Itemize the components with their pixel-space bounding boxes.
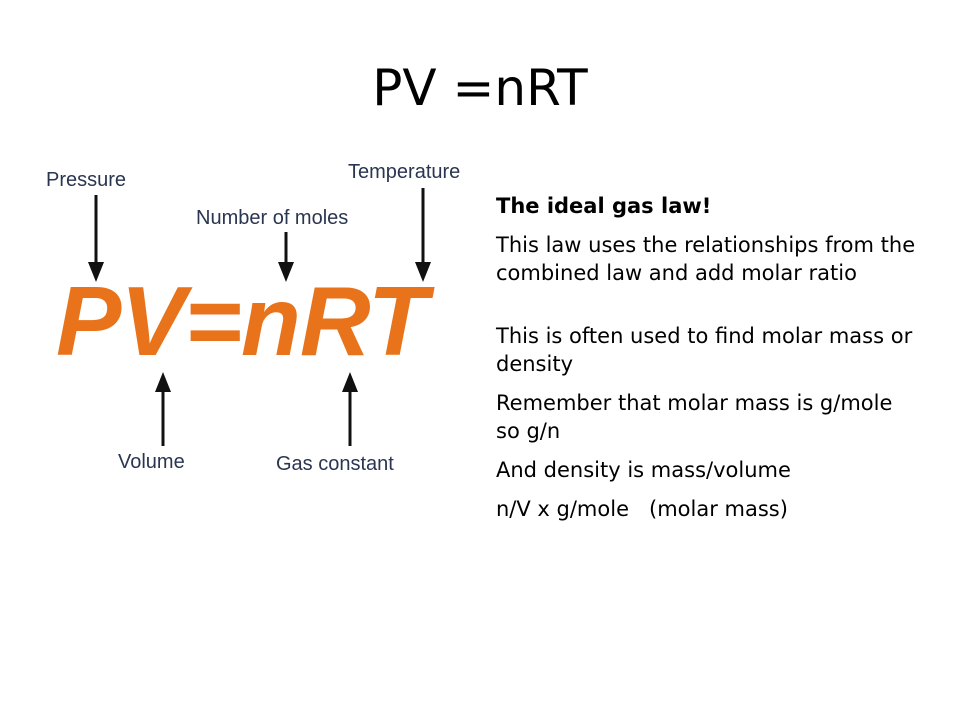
volume-arrowhead — [155, 372, 171, 392]
pressure-arrowhead — [88, 262, 104, 282]
pressure-label: Pressure — [46, 169, 127, 191]
ideal-gas-law-diagram: Pressure Temperature Number of moles Vol… — [38, 150, 488, 490]
body-paragraph: This law uses the relationships from the… — [496, 233, 916, 285]
gas-constant-label: Gas constant — [276, 453, 394, 475]
temperature-arrowhead — [415, 262, 431, 282]
volume-label: Volume — [118, 451, 185, 473]
body-paragraph: n/V x g/mole (molar mass) — [496, 497, 788, 521]
gas-constant-arrowhead — [342, 372, 358, 392]
moles-arrowhead — [278, 262, 294, 282]
moles-label: Number of moles — [196, 207, 349, 229]
body-heading: The ideal gas law! — [496, 194, 712, 218]
body-paragraph: And density is mass/volume — [496, 458, 791, 482]
diagram-arrows — [88, 188, 431, 446]
body-paragraph: This is often used to find molar mass or… — [496, 324, 913, 376]
slide-title: PV =nRT — [372, 59, 588, 117]
body-paragraph: Remember that molar mass is g/mole so g/… — [496, 391, 913, 443]
ideal-gas-equation: PV=nRT — [56, 266, 428, 376]
slide-body: The ideal gas law! This law uses the rel… — [496, 192, 936, 534]
temperature-label: Temperature — [348, 161, 461, 183]
